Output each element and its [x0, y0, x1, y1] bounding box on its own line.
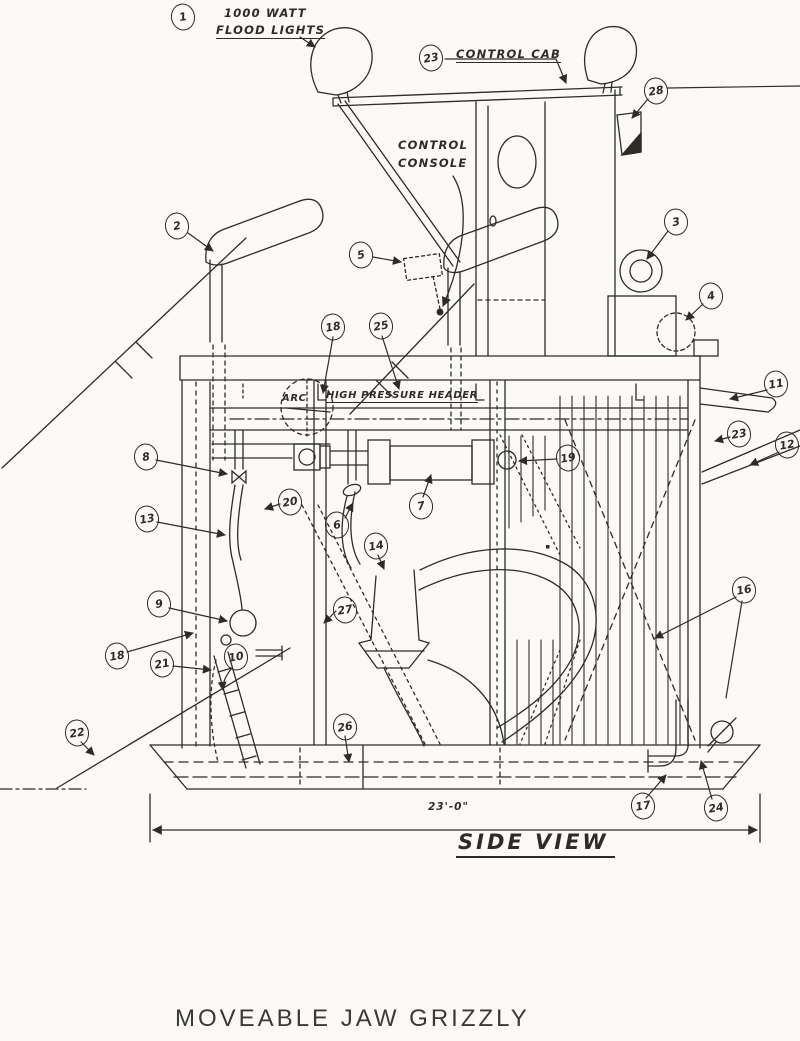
water-valve-icon [231, 429, 247, 485]
drawing-title: MOVEABLE JAW GRIZZLY [175, 1005, 530, 1032]
control-console-label-line1: CONTROL [398, 138, 469, 152]
light-boom-right [349, 206, 559, 431]
flood-light-right-icon [584, 25, 638, 94]
pipe-stub-upper [699, 387, 777, 413]
motor [607, 249, 677, 357]
cab-roof-beam [332, 86, 623, 107]
main-frame [179, 355, 701, 749]
base-skid [0, 647, 761, 790]
high-pressure-header-pipe [209, 378, 689, 445]
roof-bracket [616, 111, 642, 156]
leader-lines [80, 36, 800, 800]
discharge-pipe [357, 548, 597, 747]
control-cab [337, 89, 616, 357]
view-title: SIDE VIEW [456, 830, 615, 858]
overall-dimension-label: 23'-0" [428, 801, 469, 813]
control-console-label-line2: CONSOLE [398, 156, 468, 170]
control-cab-label: CONTROL CAB [456, 47, 561, 63]
flood-lights-label-line1: 1000 WATT [224, 6, 307, 20]
flood-lights-label-line2: FLOOD LIGHTS [216, 23, 326, 39]
coupling [656, 312, 719, 357]
light-boom-left [1, 198, 324, 469]
arc-label: ARC [282, 393, 307, 404]
hydraulic-cylinder [211, 439, 517, 485]
dimension-line [149, 793, 761, 843]
grizzly-bars [504, 395, 681, 745]
high-pressure-header-label: HIGH PRESSURE HEADER [326, 390, 478, 403]
control-console [402, 175, 464, 316]
hose-left [229, 484, 244, 610]
discharge-elbow [647, 699, 737, 773]
cross-bracing [301, 419, 696, 745]
hose-right [341, 429, 362, 569]
flood-light-left-icon [310, 27, 373, 104]
